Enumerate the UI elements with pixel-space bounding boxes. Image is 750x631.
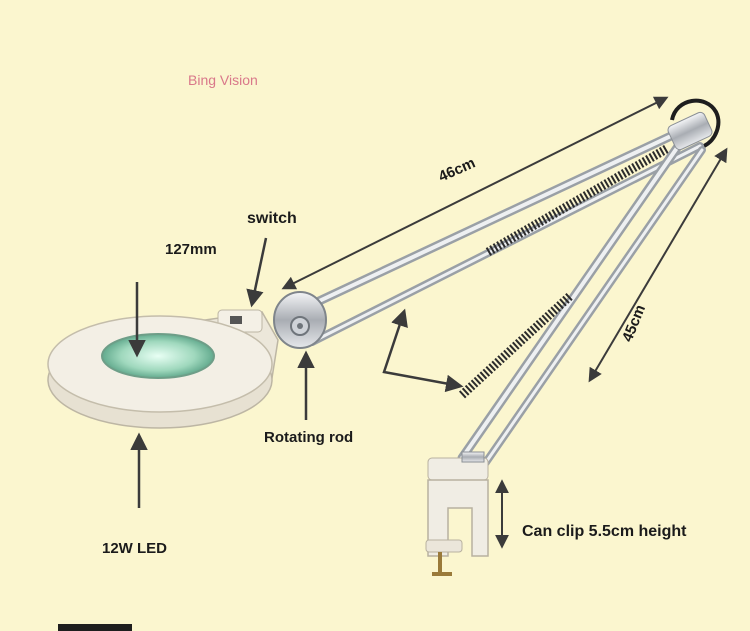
switch-label: switch — [247, 210, 297, 227]
switch-pointer-arrow — [246, 237, 268, 308]
rotating-rod-joint — [273, 291, 327, 349]
lens-diameter-label: 127mm — [165, 241, 217, 258]
magnifier-lens — [101, 333, 215, 379]
lower-arm-dimension-arrow — [588, 147, 728, 383]
light-label: 12W LED — [102, 540, 168, 557]
power-cable — [670, 98, 721, 148]
rotating-rod-label: Rotating rod — [264, 429, 354, 446]
desk-clamp — [425, 451, 489, 576]
corner-mark — [58, 624, 132, 631]
top-hinge — [667, 111, 713, 151]
upper-arm-dimension-arrow — [281, 96, 669, 290]
watermark-text: Bing Vision — [188, 72, 258, 88]
lamp-head — [47, 309, 279, 429]
clip-height-label: Can clip 5.5cm height — [522, 523, 687, 540]
switch-button — [230, 316, 242, 324]
spring-pointer-arrow — [382, 308, 464, 393]
